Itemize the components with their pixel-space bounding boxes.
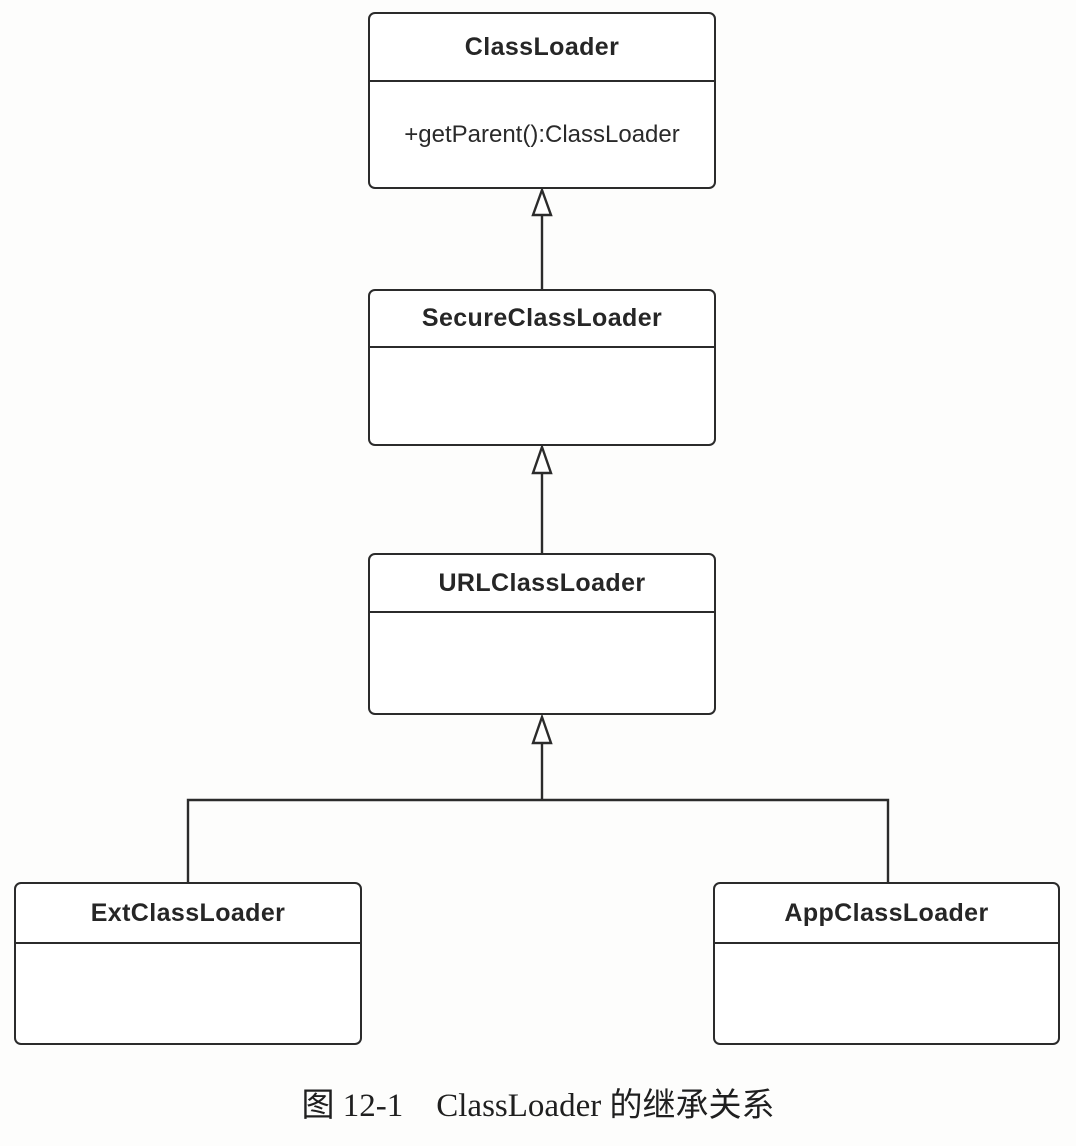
uml-class-extclassloader[interactable]: ExtClassLoader (14, 882, 362, 1045)
edge-fork-bar (186, 798, 890, 882)
compartment-divider (16, 942, 360, 944)
edge-fork-to-urlclassloader (531, 713, 553, 800)
compartment-divider (715, 942, 1058, 944)
members-compartment-classloader: +getParent():ClassLoader (370, 82, 714, 187)
class-name-extclassloader: ExtClassLoader (90, 898, 286, 927)
members-compartment-appclassloader (715, 944, 1058, 1043)
members-compartment-secureclassloader (370, 348, 714, 444)
members-compartment-urlclassloader (370, 613, 714, 713)
edge-secureclassloader-to-classloader (531, 186, 553, 289)
edge-urlclassloader-to-secureclassloader (531, 443, 553, 553)
uml-class-urlclassloader[interactable]: URLClassLoader (368, 553, 716, 715)
compartment-divider (370, 80, 714, 82)
uml-class-appclassloader[interactable]: AppClassLoader (713, 882, 1060, 1045)
member-getparent: +getParent():ClassLoader (404, 120, 680, 148)
members-compartment-extclassloader (16, 944, 360, 1043)
class-name-classloader: ClassLoader (464, 32, 620, 61)
class-name-secureclassloader: SecureClassLoader (421, 304, 663, 332)
uml-class-classloader[interactable]: ClassLoader +getParent():ClassLoader (368, 12, 716, 189)
compartment-divider (370, 611, 714, 613)
uml-class-secureclassloader[interactable]: SecureClassLoader (368, 289, 716, 446)
figure-caption: 图 12-1 ClassLoader 的继承关系 (301, 1088, 775, 1124)
class-name-urlclassloader: URLClassLoader (438, 568, 646, 597)
class-name-appclassloader: AppClassLoader (784, 898, 989, 927)
compartment-divider (370, 346, 714, 348)
